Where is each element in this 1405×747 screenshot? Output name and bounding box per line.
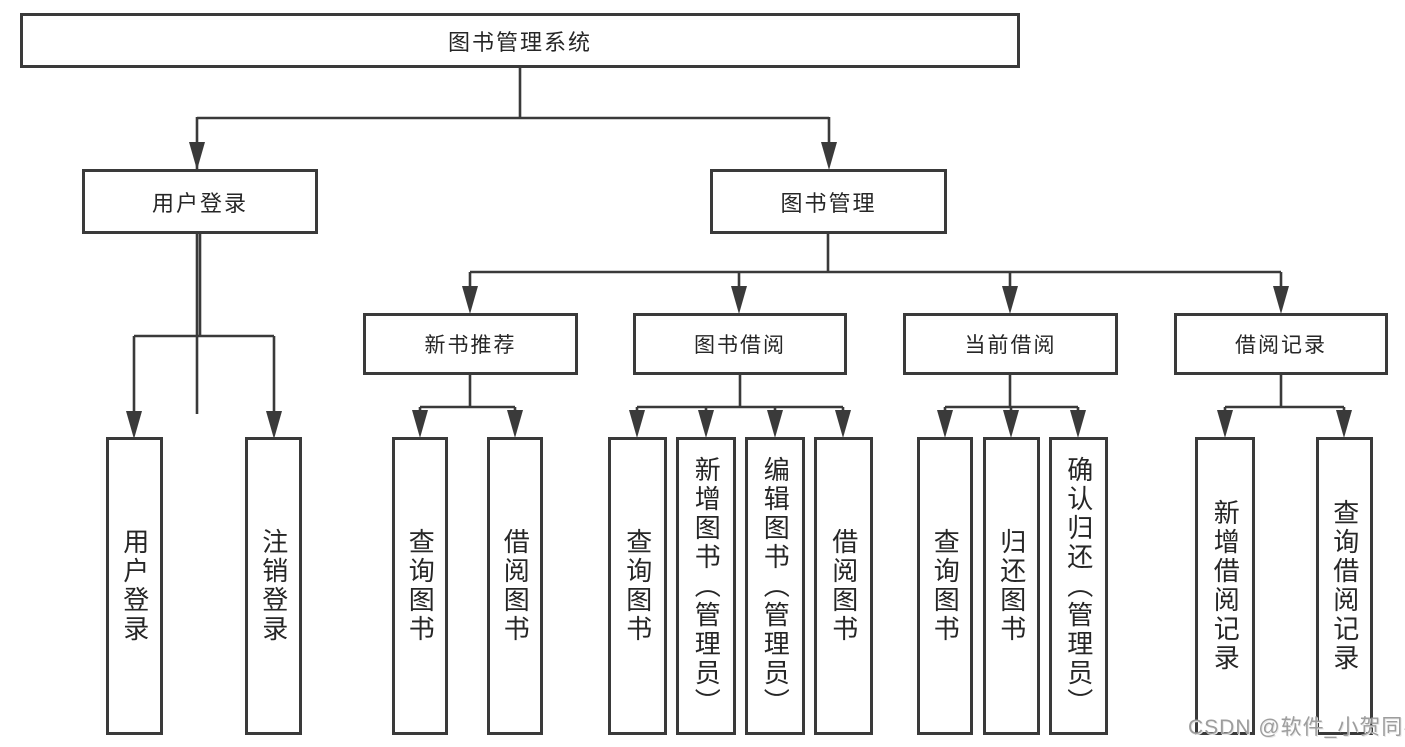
connector-current-borrow: [943, 375, 1080, 414]
csdn-watermark: CSDN @软件_小贺同学: [1188, 716, 1405, 739]
leaf-logout: 注销登录: [245, 437, 302, 735]
leaf-edit-books-admin: 编辑图书（管理员）: [745, 437, 805, 735]
leaf-label: 用户登录: [119, 528, 150, 644]
connector-user-login: [132, 234, 276, 413]
leaf-label: 借阅图书: [828, 528, 859, 644]
leaf-label: 借阅图书: [500, 528, 531, 644]
leaf-query-books-2: 查询图书: [608, 437, 667, 735]
leaf-label: 新增借阅记录: [1210, 499, 1241, 673]
leaf-add-borrow-record: 新增借阅记录: [1195, 437, 1255, 735]
leaf-confirm-return-admin: 确认归还（管理员）: [1049, 437, 1108, 735]
connector-borrow-records: [1223, 375, 1346, 414]
leaf-add-books-admin: 新增图书（管理员）: [676, 437, 736, 735]
leaf-label: 查询图书: [405, 528, 436, 644]
node-new-book-recommend: 新书推荐: [363, 313, 578, 375]
leaf-return-books: 归还图书: [983, 437, 1040, 735]
node-label: 新书推荐: [424, 334, 517, 357]
leaf-user-login: 用户登录: [106, 437, 163, 735]
leaf-borrow-books-1: 借阅图书: [487, 437, 543, 735]
leaf-label: 编辑图书（管理员）: [760, 455, 791, 717]
connector-new-book-recommend: [418, 375, 517, 414]
node-label: 图书管理系统: [447, 29, 592, 55]
node-library-management-system: 图书管理系统: [20, 13, 1020, 68]
node-label: 图书管理: [780, 190, 877, 216]
leaf-label: 查询借阅记录: [1329, 499, 1360, 673]
node-book-management: 图书管理: [710, 169, 947, 234]
leaf-label: 确认归还（管理员）: [1063, 455, 1094, 717]
leaf-borrow-books-2: 借阅图书: [814, 437, 873, 735]
leaf-label: 归还图书: [996, 528, 1027, 644]
connector-book-borrow: [635, 375, 845, 414]
node-current-borrow: 当前借阅: [903, 313, 1118, 375]
leaf-query-books-3: 查询图书: [917, 437, 973, 735]
node-user-login: 用户登录: [82, 169, 318, 234]
leaf-query-borrow-record: 查询借阅记录: [1316, 437, 1373, 735]
leaf-query-books-1: 查询图书: [392, 437, 448, 735]
node-borrow-records: 借阅记录: [1174, 313, 1388, 375]
node-label: 借阅记录: [1235, 334, 1327, 357]
leaf-label: 注销登录: [258, 528, 289, 644]
leaf-label: 新增图书（管理员）: [691, 455, 722, 717]
leaf-label: 查询图书: [930, 528, 961, 644]
node-label: 当前借阅: [964, 334, 1057, 357]
leaf-label: 查询图书: [622, 528, 653, 644]
node-label: 用户登录: [151, 190, 248, 216]
node-book-borrow: 图书借阅: [633, 313, 847, 375]
connector-book-management: [468, 234, 1283, 290]
node-label: 图书借阅: [694, 334, 786, 357]
